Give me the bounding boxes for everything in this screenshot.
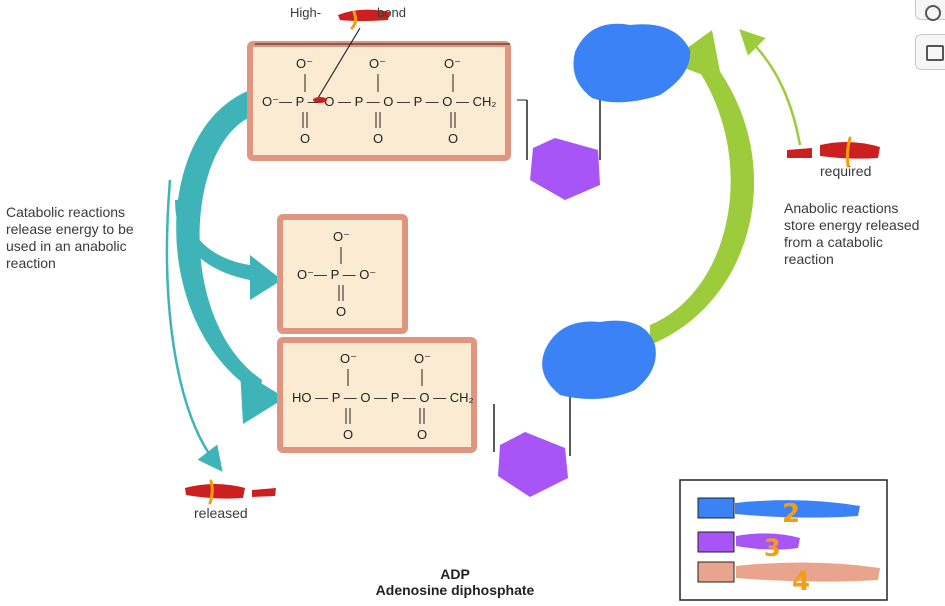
catabolic-arrows	[165, 90, 285, 472]
high-bond-red-scribble	[338, 9, 390, 30]
legend-number-4: 4	[792, 567, 810, 597]
legend-number-3: 3	[764, 534, 781, 562]
search-icon	[925, 5, 941, 21]
atp-o-top-2: O⁻	[369, 56, 386, 71]
adp-title-line-1: ADP	[440, 566, 470, 582]
green-arrowhead	[668, 30, 722, 82]
green-arrow-body	[650, 52, 755, 345]
atp-adenine-base	[573, 23, 691, 103]
high-label-right: bond	[377, 5, 406, 20]
legend-swatch-purple	[697, 531, 735, 553]
released-label: released	[194, 505, 248, 521]
anabolic-line-1: Anabolic reactions	[784, 200, 899, 216]
anabolic-line-2: store energy released	[784, 217, 920, 233]
adp-adenine-base	[542, 320, 656, 399]
atp-o-bottom-3: O	[448, 131, 458, 146]
inorganic-phosphate-box	[277, 214, 408, 334]
adp-title-line-2: Adenosine diphosphate	[375, 582, 535, 598]
atp-chain-row: O⁻— P — O — P — O — P — O — CH₂	[262, 94, 496, 109]
adp-sugar-pentagon	[498, 432, 568, 497]
pi-o-bottom: O	[336, 304, 346, 319]
search-tool-button[interactable]	[915, 0, 945, 21]
adp-title: ADP Adenosine diphosphate	[330, 566, 580, 598]
adp-o-top-2: O⁻	[414, 351, 431, 366]
legend-scribble-salmon	[736, 562, 880, 582]
color-legend: 2 3 4	[679, 479, 888, 601]
catabolic-description: Catabolic reactions release energy to be…	[6, 204, 134, 272]
high-energy-bond-pointer	[317, 27, 361, 99]
legend-swatch-blue	[697, 497, 735, 519]
bond-red-mark-small	[313, 97, 327, 103]
legend-scribble-blue	[735, 500, 860, 518]
anabolic-line-4: reaction	[784, 251, 834, 267]
adp-o-bottom-2: O	[417, 427, 427, 442]
atp-o-top-1: O⁻	[296, 56, 313, 71]
teal-thin-arrow	[165, 179, 223, 472]
high-energy-bond-label: High-bond	[290, 4, 406, 21]
adp-formula: O⁻ O⁻ HO — P — O — P — O — CH₂ O O	[292, 351, 474, 442]
green-thin-arrow	[739, 29, 802, 146]
adp-o-bottom-1: O	[343, 427, 353, 442]
adp-phosphate-box	[277, 337, 477, 453]
high-label-left: High-	[290, 5, 322, 20]
pi-row: O⁻— P — O⁻	[297, 267, 376, 282]
catabolic-line-2: release energy to be	[6, 221, 134, 237]
atp-o-top-3: O⁻	[444, 56, 461, 71]
legend-swatch-salmon	[697, 561, 735, 583]
atp-sugar-pentagon	[530, 138, 600, 200]
phosphate-formula: O⁻ O⁻— P — O⁻ O	[297, 229, 376, 319]
teal-arrowhead-phosphate	[250, 255, 282, 300]
atp-phosphate-box	[247, 41, 511, 161]
pi-o-top: O⁻	[333, 229, 350, 244]
anabolic-line-3: from a catabolic	[784, 234, 883, 250]
atp-formula: O⁻ O⁻ O⁻ O⁻— P — O — P — O — P — O — CH₂…	[262, 56, 496, 146]
atp-o-bottom-2: O	[373, 131, 383, 146]
anabolic-description: Anabolic reactions store energy released…	[784, 200, 919, 268]
teal-arrow-body	[176, 90, 262, 395]
catabolic-line-1: Catabolic reactions	[6, 204, 126, 220]
legend-number-2: 2	[782, 499, 800, 529]
anabolic-arrows	[650, 29, 802, 345]
catabolic-line-3: used in an anabolic	[6, 238, 127, 254]
legend-scribble-purple	[736, 533, 800, 550]
note-icon	[926, 45, 944, 61]
required-red-scribble	[787, 136, 880, 168]
teal-arrowhead-adp	[240, 370, 285, 424]
atp-o-bottom-1: O	[300, 131, 310, 146]
required-label: required	[820, 163, 872, 179]
note-tool-button[interactable]	[915, 34, 945, 70]
adp-chain-row: HO — P — O — P — O — CH₂	[292, 390, 474, 405]
catabolic-line-4: reaction	[6, 255, 56, 271]
released-red-scribble	[185, 479, 276, 505]
adp-o-top-1: O⁻	[340, 351, 357, 366]
